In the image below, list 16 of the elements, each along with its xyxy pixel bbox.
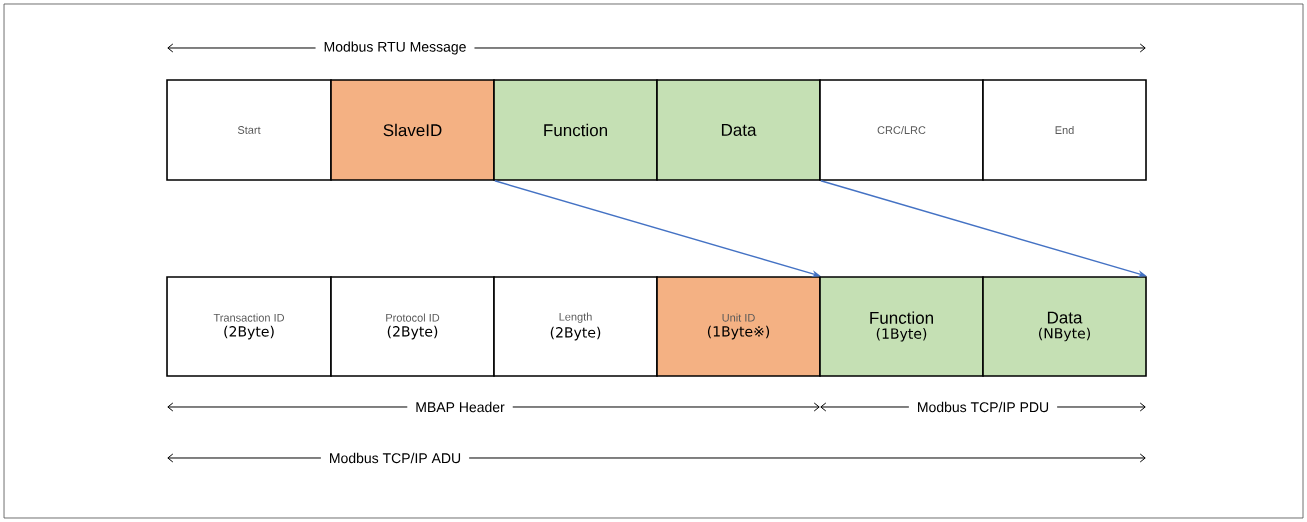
field-cell: Data bbox=[656, 79, 821, 181]
field-cell: SlaveID bbox=[330, 79, 495, 181]
field-cell: Transaction ID (2Byte) bbox=[166, 276, 332, 377]
field-cell: End bbox=[982, 79, 1147, 181]
field-cell: Unit ID (1Byte※) bbox=[656, 276, 821, 377]
dimension-label: Modbus RTU Message bbox=[324, 41, 466, 55]
field-cell: Length (2Byte) bbox=[493, 276, 658, 377]
field-cell: Function (1Byte) bbox=[819, 276, 984, 377]
field-cell: Data (NByte) bbox=[982, 276, 1147, 377]
field-cell: CRC/LRC bbox=[819, 79, 984, 181]
field-cell: Protocol ID (2Byte) bbox=[330, 276, 495, 377]
dimension-label: Modbus TCP/IP PDU bbox=[918, 401, 1049, 413]
dimension-label: MBAP Header bbox=[416, 401, 505, 413]
field-cell: Function bbox=[493, 79, 658, 181]
dimension-label: Modbus TCP/IP ADU bbox=[330, 452, 461, 464]
field-cell: Start bbox=[166, 79, 332, 181]
